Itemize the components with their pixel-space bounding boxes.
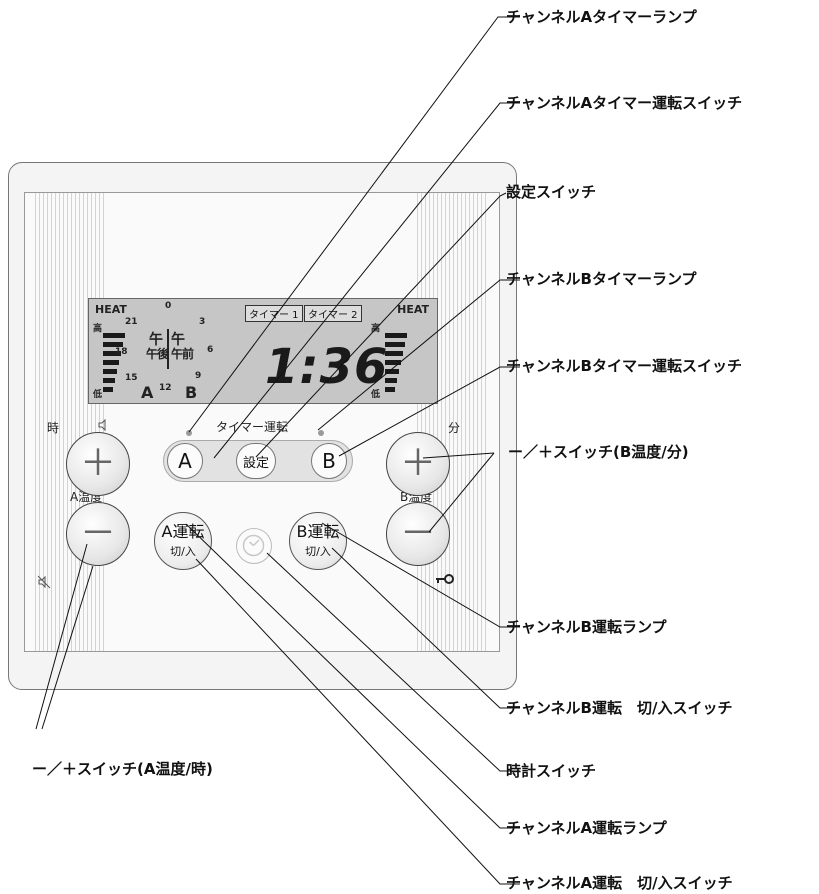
- b-timer-lamp: [318, 430, 324, 436]
- temp-bar-a: [103, 378, 115, 383]
- callout-set-switch: 設定スイッチ: [506, 183, 597, 201]
- temp-bar-a: [103, 333, 125, 338]
- a-run-label: A運転: [161, 522, 205, 541]
- dial-21: 21: [125, 317, 138, 327]
- b-timer-button-label: B: [322, 449, 336, 473]
- temp-bar-a: [103, 360, 119, 365]
- minute-label: 分: [448, 421, 461, 435]
- callout-a-timer-lamp: チャンネルAタイマーランプ: [506, 8, 697, 26]
- temp-bar-a: [103, 387, 113, 392]
- dial-9: 9: [195, 371, 202, 381]
- high-label-left: 高: [93, 324, 103, 334]
- dial-15: 15: [125, 373, 138, 383]
- a-plus-button[interactable]: ＋: [66, 432, 130, 496]
- callout-b-plusminus: ー／＋スイッチ(B温度/分): [508, 443, 689, 461]
- a-run-button[interactable]: A運転 切/入: [154, 512, 212, 570]
- callout-a-run-switch: チャンネルA運転 切/入スイッチ: [506, 874, 733, 892]
- timer-run-label: タイマー運転: [216, 420, 289, 434]
- heat-label-left: HEAT: [95, 303, 127, 316]
- timer2-indicator: タイマー 2: [304, 305, 362, 322]
- a-timer-lamp: [186, 430, 192, 436]
- clock-icon: [242, 534, 265, 557]
- hour-label: 時: [47, 421, 60, 435]
- dial-3: 3: [199, 317, 206, 327]
- high-label-right: 高: [371, 324, 381, 334]
- set-button[interactable]: 設定: [236, 443, 276, 479]
- temp-bar-a: [103, 351, 121, 356]
- plus-icon: ＋: [79, 443, 116, 484]
- plus-icon: ＋: [399, 443, 436, 484]
- dial-upper-right: 午: [171, 332, 185, 348]
- set-button-label: 設定: [242, 455, 269, 471]
- mute-icon: [37, 575, 51, 589]
- minus-icon: －: [399, 513, 436, 554]
- b-run-button[interactable]: B運転 切/入: [289, 512, 347, 570]
- clock-time: 1:36: [265, 339, 389, 395]
- dial-upper-left: 午: [149, 332, 163, 348]
- pm-label: 午後: [146, 347, 169, 361]
- callout-b-run-switch: チャンネルB運転 切/入スイッチ: [506, 699, 733, 717]
- channel-a-indicator: A: [141, 383, 154, 402]
- temp-bar-a: [103, 369, 117, 374]
- b-plus-button[interactable]: ＋: [386, 432, 450, 496]
- a-timer-button[interactable]: A: [167, 443, 203, 479]
- key-icon: [436, 574, 454, 584]
- b-timer-button[interactable]: B: [311, 443, 347, 479]
- callout-a-run-lamp: チャンネルA運転ランプ: [506, 819, 667, 837]
- dial-0: 0: [165, 301, 172, 311]
- sound-icon: [98, 418, 106, 432]
- a-run-sub-label: 切/入: [170, 545, 196, 558]
- temp-bar-b: [385, 333, 407, 338]
- dial-12: 12: [159, 383, 172, 393]
- dial-18: 18: [115, 347, 128, 357]
- channel-b-indicator: B: [185, 383, 198, 402]
- b-run-label: B運転: [296, 522, 340, 541]
- callout-b-timer-switch: チャンネルBタイマー運転スイッチ: [506, 357, 742, 375]
- a-minus-button[interactable]: －: [66, 502, 130, 566]
- b-run-sub-label: 切/入: [305, 545, 331, 558]
- dial-6: 6: [207, 345, 214, 355]
- callout-a-plusminus: ー／＋スイッチ(A温度/時): [32, 760, 213, 778]
- am-label: 午前: [171, 347, 194, 361]
- minus-icon: －: [79, 513, 116, 554]
- timer1-indicator: タイマー 1: [245, 305, 303, 322]
- low-label-left: 低: [93, 390, 103, 400]
- temp-bar-a: [103, 342, 123, 347]
- callout-clock-switch: 時計スイッチ: [506, 762, 597, 780]
- clock-button[interactable]: [236, 528, 272, 564]
- callout-b-timer-lamp: チャンネルBタイマーランプ: [506, 270, 697, 288]
- callout-b-run-lamp: チャンネルB運転ランプ: [506, 618, 667, 636]
- callout-a-timer-switch: チャンネルAタイマー運転スイッチ: [506, 94, 743, 112]
- b-minus-button[interactable]: －: [386, 502, 450, 566]
- lcd-display: HEAT HEAT 高 低 高 低 0 3 6 9 12 15 18 21 午 …: [88, 298, 438, 404]
- heat-label-right: HEAT: [397, 303, 429, 316]
- dial-divider: [167, 329, 169, 369]
- a-timer-button-label: A: [178, 449, 192, 473]
